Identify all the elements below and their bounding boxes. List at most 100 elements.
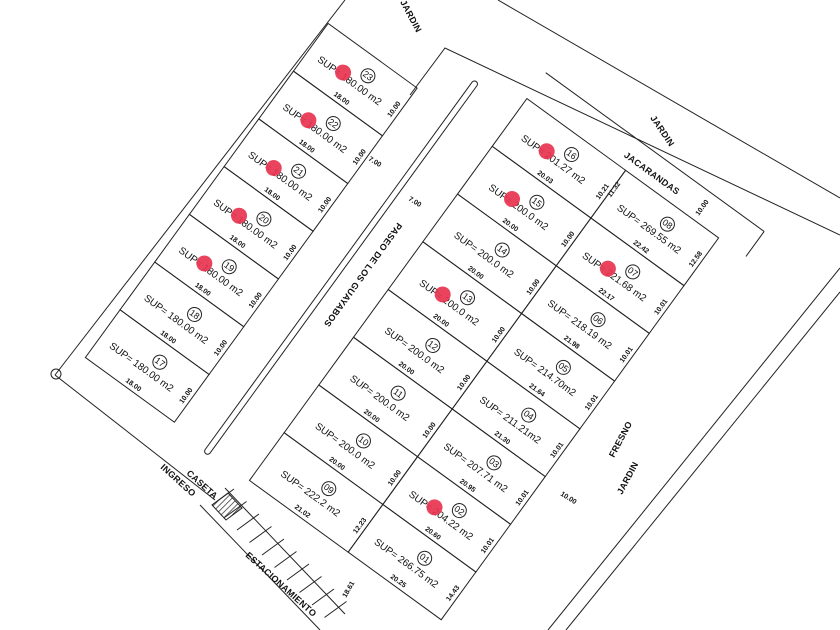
lot-depth-dimension: 18.00 — [159, 330, 177, 346]
lot-depth-dimension: 20.00 — [362, 408, 380, 424]
lot-depth-dimension: 20.95 — [458, 478, 476, 494]
lot-number: 23 — [361, 69, 375, 83]
street-label-fresno: FRESNO — [607, 420, 634, 459]
lot-number: 21 — [292, 164, 306, 178]
lot-number: 19 — [222, 260, 236, 274]
lot-depth-dimension: 20.00 — [501, 217, 519, 233]
lot-marker-dot[interactable] — [501, 188, 523, 210]
lot-depth-dimension: 21.30 — [493, 430, 511, 446]
lot-number-circle — [529, 194, 545, 210]
lot-number-circle — [555, 359, 571, 375]
lot-side-dimension: 10.01 — [515, 489, 531, 507]
property-boundary — [50, 0, 840, 630]
lot-side-dimension: 10.01 — [584, 394, 600, 412]
lot-number-circle — [425, 337, 441, 353]
lot-number: 02 — [452, 504, 466, 518]
lot-side-dimension: 10.00 — [422, 421, 438, 439]
lot-number-circle — [417, 550, 433, 566]
lot-number-circle — [390, 385, 406, 401]
lot-number: 01 — [418, 551, 432, 565]
lot-number: 04 — [522, 408, 536, 422]
lot-side-dimension: 10.01 — [653, 298, 669, 316]
lot-number: 05 — [556, 360, 570, 374]
lot-depth-dimension: 18.00 — [263, 186, 281, 202]
lot-boundary — [347, 503, 477, 621]
lot-depth-dimension: 18.00 — [332, 91, 350, 107]
parking-stall-line — [299, 576, 322, 593]
lot-marker-dot[interactable] — [536, 140, 558, 162]
road-median — [204, 80, 478, 455]
street-width-label: 10.00 — [695, 199, 711, 217]
lot-depth-dimension: 18.00 — [124, 377, 142, 393]
lot-depth-dimension: 18.00 — [193, 282, 211, 298]
lot-number: 07 — [626, 265, 640, 279]
lot-depth-dimension: 20.00 — [397, 361, 415, 377]
lot-depth-dimension: 18.00 — [297, 139, 315, 155]
lot-side-dimension: 10.00 — [560, 230, 576, 248]
lot-marker-dot[interactable] — [597, 258, 619, 280]
lot-marker-dot[interactable] — [332, 61, 354, 83]
lot-depth-dimension: 20.00 — [432, 313, 450, 329]
street-label-jardin-top: JARDIN — [398, 0, 423, 34]
road-width-label: 7.00 — [407, 196, 422, 209]
lot-number-circle — [291, 163, 307, 179]
lot-number: 10 — [356, 434, 370, 448]
lot-side-dimension: 10.00 — [248, 291, 264, 309]
parking-stall-line — [261, 538, 285, 556]
lot-number-circle — [590, 312, 606, 328]
lot-side-dimension: 10.00 — [387, 100, 403, 118]
lot-side-dimension: 10.01 — [549, 441, 565, 459]
street-label-jardin-upper: JARDIN — [648, 114, 676, 149]
lot-number-circle — [355, 433, 371, 449]
lot-side-dimension: 14.43 — [445, 584, 461, 602]
lot-number-circle — [221, 259, 237, 275]
lot-side-dimension: 10.00 — [456, 374, 472, 392]
lot-number: 14 — [495, 243, 509, 257]
caseta-booth — [211, 492, 243, 521]
lot-number: 06 — [591, 313, 605, 327]
lot-depth-dimension: 20.25 — [389, 574, 407, 590]
lot-number-circle — [187, 306, 203, 322]
lot-number-circle — [659, 216, 675, 232]
lot-marker-dot[interactable] — [193, 252, 215, 274]
lot-number: 13 — [461, 291, 475, 305]
lot-marker-dot[interactable] — [423, 496, 445, 518]
parking-area — [199, 487, 347, 630]
lot-depth-dimension: 20.60 — [423, 526, 441, 542]
street-label-estacionamiento: ESTACIONAMIENTO — [244, 550, 319, 619]
lot-number: 20 — [257, 212, 271, 226]
lot-side-dimension: 10.00 — [491, 326, 507, 344]
lot-number-circle — [564, 147, 580, 163]
lot-depth-dimension: 20.03 — [536, 170, 554, 186]
lot-side-dimension: 10.00 — [283, 244, 299, 262]
lot-number-circle — [256, 211, 272, 227]
lot-side-dimension: 10.00 — [352, 148, 368, 166]
jacarandas-edge — [545, 72, 765, 232]
lot-number-circle — [321, 481, 337, 497]
lot-side-dimension: 10.00 — [213, 339, 229, 357]
lot-depth-dimension: 21.02 — [293, 504, 311, 520]
lot-side-dimension: 12.23 — [352, 517, 368, 535]
lot-side-dimension: 10.00 — [317, 196, 333, 214]
lot-number-circle — [521, 407, 537, 423]
lot-number: 17 — [153, 355, 167, 369]
lot-depth-dimension: 21.64 — [527, 383, 545, 399]
lot-number: 09 — [322, 482, 336, 496]
lot-marker-dot[interactable] — [228, 205, 250, 227]
lot-side-dimension: 12.58 — [688, 250, 704, 268]
lot-side-dimension: 10.00 — [387, 469, 403, 487]
lot-number: 22 — [326, 117, 340, 131]
lot-marker-dot[interactable] — [431, 283, 453, 305]
lot-marker-dot[interactable] — [297, 109, 319, 131]
lot-marker-dot[interactable] — [263, 157, 285, 179]
parking-stall-line — [311, 588, 335, 606]
lot-number-circle — [152, 354, 168, 370]
street-label-jardin-right: JARDIN — [615, 460, 640, 496]
lot-number: 18 — [188, 307, 202, 321]
parking-stall-line — [249, 526, 272, 543]
parking-stall-line — [274, 551, 297, 568]
street-label-paseo: PASEO DE LOS GUAYABOS — [322, 221, 404, 329]
road-width-label: 10.00 — [559, 491, 578, 506]
